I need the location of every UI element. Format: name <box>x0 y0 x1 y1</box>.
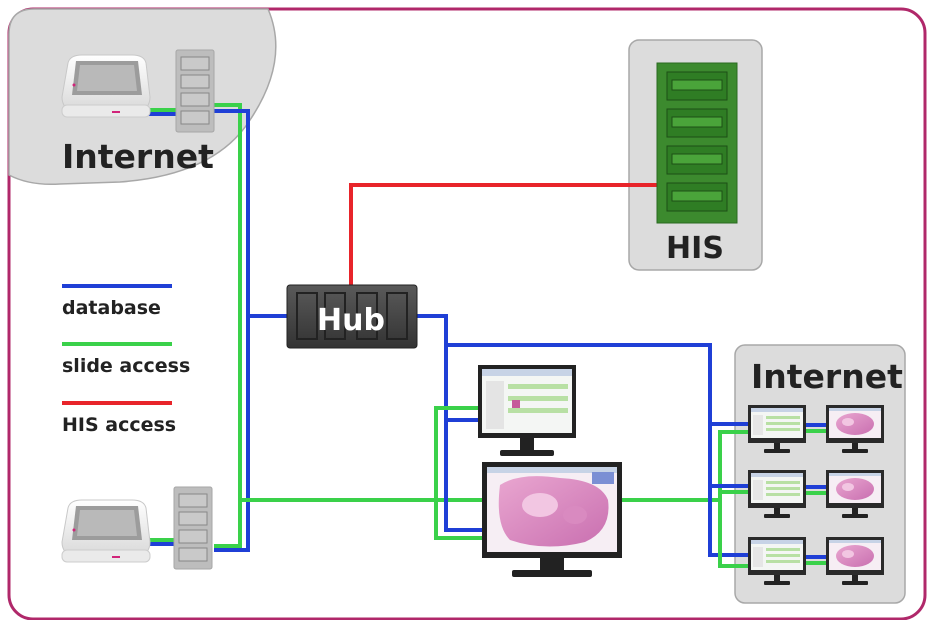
db-right-line <box>416 314 748 557</box>
server-rack-icon <box>173 486 213 570</box>
legend-label-his-access: HIS access <box>62 414 176 436</box>
server-rack-icon <box>656 62 738 224</box>
network-hub-icon <box>286 284 418 349</box>
legend: database slide access HIS access <box>62 284 190 436</box>
legend-label-database: database <box>62 297 161 319</box>
slide-right-lower <box>718 500 748 568</box>
db-trunk-left <box>214 109 250 552</box>
db-right-upper <box>708 345 748 426</box>
slide-workstation-loop <box>434 406 484 540</box>
legend-label-slide-access: slide access <box>62 355 190 377</box>
hub-label: Hub <box>317 303 385 338</box>
slide-trunk-left <box>214 103 242 548</box>
his-access-line <box>349 183 657 285</box>
his-label: HIS <box>666 231 724 266</box>
monitor-icon <box>478 365 576 456</box>
slide-scanner-icon <box>61 499 151 563</box>
server-rack-icon <box>175 49 215 133</box>
slide-scanner-icon <box>61 54 151 118</box>
internet-right-label: Internet <box>751 357 903 396</box>
internet-top-label: Internet <box>62 137 214 176</box>
monitor-icon <box>482 462 622 577</box>
outer-frame <box>7 7 927 621</box>
slide-right-upper <box>718 430 748 500</box>
